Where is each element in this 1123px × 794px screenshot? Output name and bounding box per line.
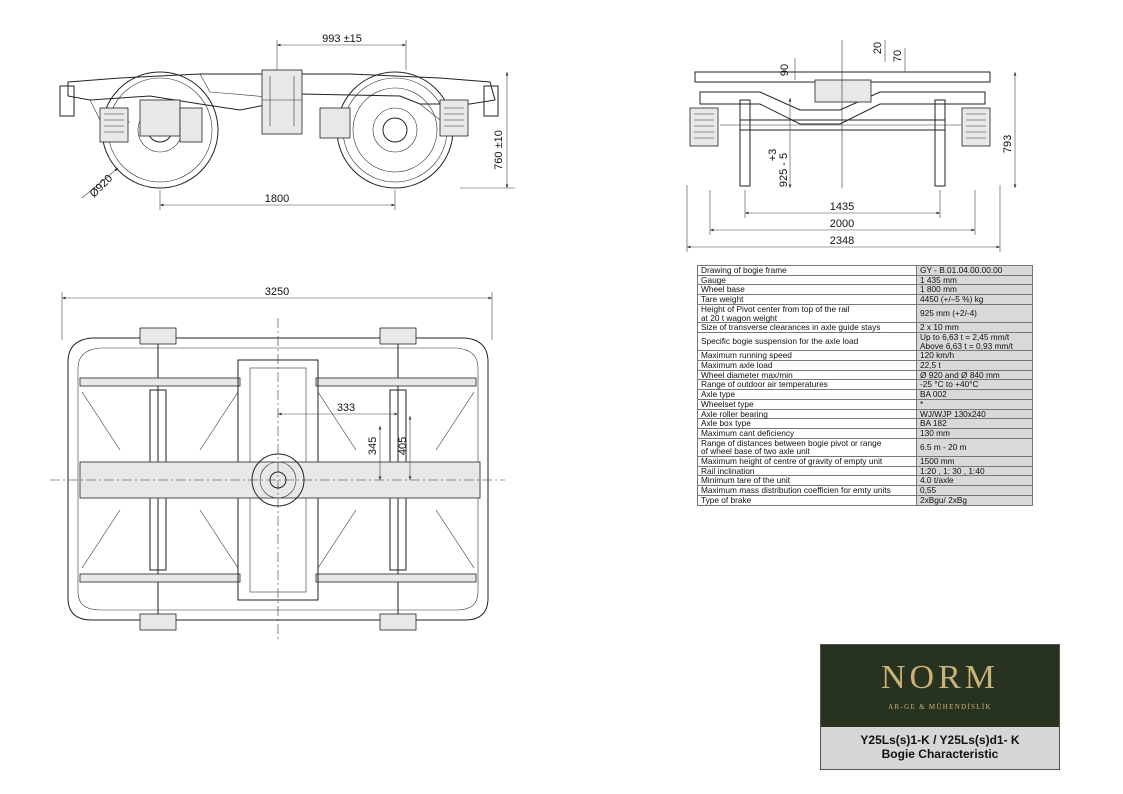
plan-view: 3250 333 345 405	[50, 286, 505, 640]
title-block: NORM AR-GE & MÜHENDİSLİK Y25Ls(s)1-K / Y…	[820, 644, 1060, 770]
spec-value: 130 mm	[916, 427, 1033, 439]
spec-label: Specific bogie suspension for the axle l…	[697, 331, 917, 352]
dim-793: 793	[1002, 135, 1014, 153]
spec-label: Maximum height of centre of gravity of e…	[697, 456, 917, 467]
logo-name: NORM	[880, 659, 1000, 696]
spec-value: 22,5 t	[916, 360, 1033, 371]
dim-height: 760 ±10	[493, 130, 505, 170]
spec-value: 4450 (+/–5 %) kg	[916, 294, 1033, 305]
spec-row: Maximum height of centre of gravity of e…	[697, 456, 1033, 467]
spec-value: 0,55	[916, 485, 1033, 496]
spec-label: Size of transverse clearances in axle gu…	[697, 322, 917, 333]
spec-value: 1:20 , 1: 30 , 1:40	[916, 465, 1033, 477]
spec-label: Maximum axle load	[697, 360, 917, 371]
spec-value: 2 x 10 mm	[916, 322, 1033, 333]
spec-value: *	[916, 398, 1033, 410]
spec-row: Specific bogie suspension for the axle l…	[697, 331, 1033, 352]
spec-label: Maximum cant deficiency	[697, 427, 917, 439]
spec-value: GY - B.01.04.00.00.00	[916, 265, 1033, 276]
dim-offset: 993 ±15	[322, 33, 362, 45]
dim-90: 90	[779, 64, 791, 76]
spec-row: Height of Pivot center from top of the r…	[697, 303, 1033, 324]
title-line-1: Y25Ls(s)1-K / Y25Ls(s)d1- K	[860, 733, 1020, 748]
dim-wheelbase: 1800	[265, 193, 289, 205]
spec-row: Wheelset type*	[697, 398, 1033, 410]
spec-label: Height of Pivot center from top of the r…	[697, 303, 917, 324]
drawing-title: Y25Ls(s)1-K / Y25Ls(s)d1- K Bogie Charac…	[821, 727, 1059, 769]
spec-label: Tare weight	[697, 294, 917, 305]
spec-value: 925 mm (+2/-4)	[916, 303, 1033, 324]
spec-row: Size of transverse clearances in axle gu…	[697, 322, 1033, 333]
dim-2000: 2000	[830, 218, 854, 230]
dim-405: 405	[397, 437, 409, 455]
spec-value: BA 182	[916, 418, 1033, 429]
side-view: 1800 993 ±15 760 ±10 Ø920	[59, 33, 515, 210]
spec-value: 1500 mm	[916, 456, 1033, 467]
spec-label: Axle box type	[697, 418, 917, 429]
logo-subtitle: AR-GE & MÜHENDİSLİK	[888, 703, 992, 711]
end-view: 1435 2000 2348 793 925 - 5 +3 90 20 70	[686, 40, 1017, 252]
dim-plus3: +3	[767, 149, 779, 162]
dim-20: 20	[872, 42, 884, 54]
dim-333: 333	[337, 402, 355, 414]
spec-value: WJ/WJP 130x240	[916, 408, 1033, 420]
spec-label: Maximum mass distribution coefficien for…	[697, 485, 917, 496]
title-line-2: Bogie Characteristic	[881, 747, 999, 761]
spec-row: Maximum mass distribution coefficien for…	[697, 485, 1033, 496]
company-logo: NORM AR-GE & MÜHENDİSLİK	[821, 645, 1059, 727]
spec-value: 2xBgu/ 2xBg	[916, 494, 1033, 506]
spec-value: Up to 6,63 t = 2,45 mm/t Above 6,63 t = …	[916, 331, 1033, 352]
dim-925: 925 - 5	[778, 153, 790, 187]
dim-3250: 3250	[265, 286, 289, 298]
spec-label: Type of brake	[697, 494, 917, 506]
dim-2348: 2348	[830, 235, 854, 247]
dim-70: 70	[892, 50, 904, 62]
spec-row: Range of distances between bogie pivot o…	[697, 437, 1033, 458]
spec-value: BA 002	[916, 389, 1033, 400]
spec-row: Range of outdoor air temperatures-25 °C …	[697, 379, 1033, 391]
dim-1435: 1435	[830, 201, 854, 213]
spec-label: Drawing of bogie frame	[697, 265, 917, 276]
spec-label: Range of distances between bogie pivot o…	[697, 437, 917, 458]
spec-value: 6.5 m - 20 m	[916, 437, 1033, 458]
spec-label: Axle type	[697, 389, 917, 400]
dim-wheel-dia: Ø920	[88, 173, 116, 201]
dim-345: 345	[367, 437, 379, 455]
spec-label: Wheelset type	[697, 398, 917, 410]
